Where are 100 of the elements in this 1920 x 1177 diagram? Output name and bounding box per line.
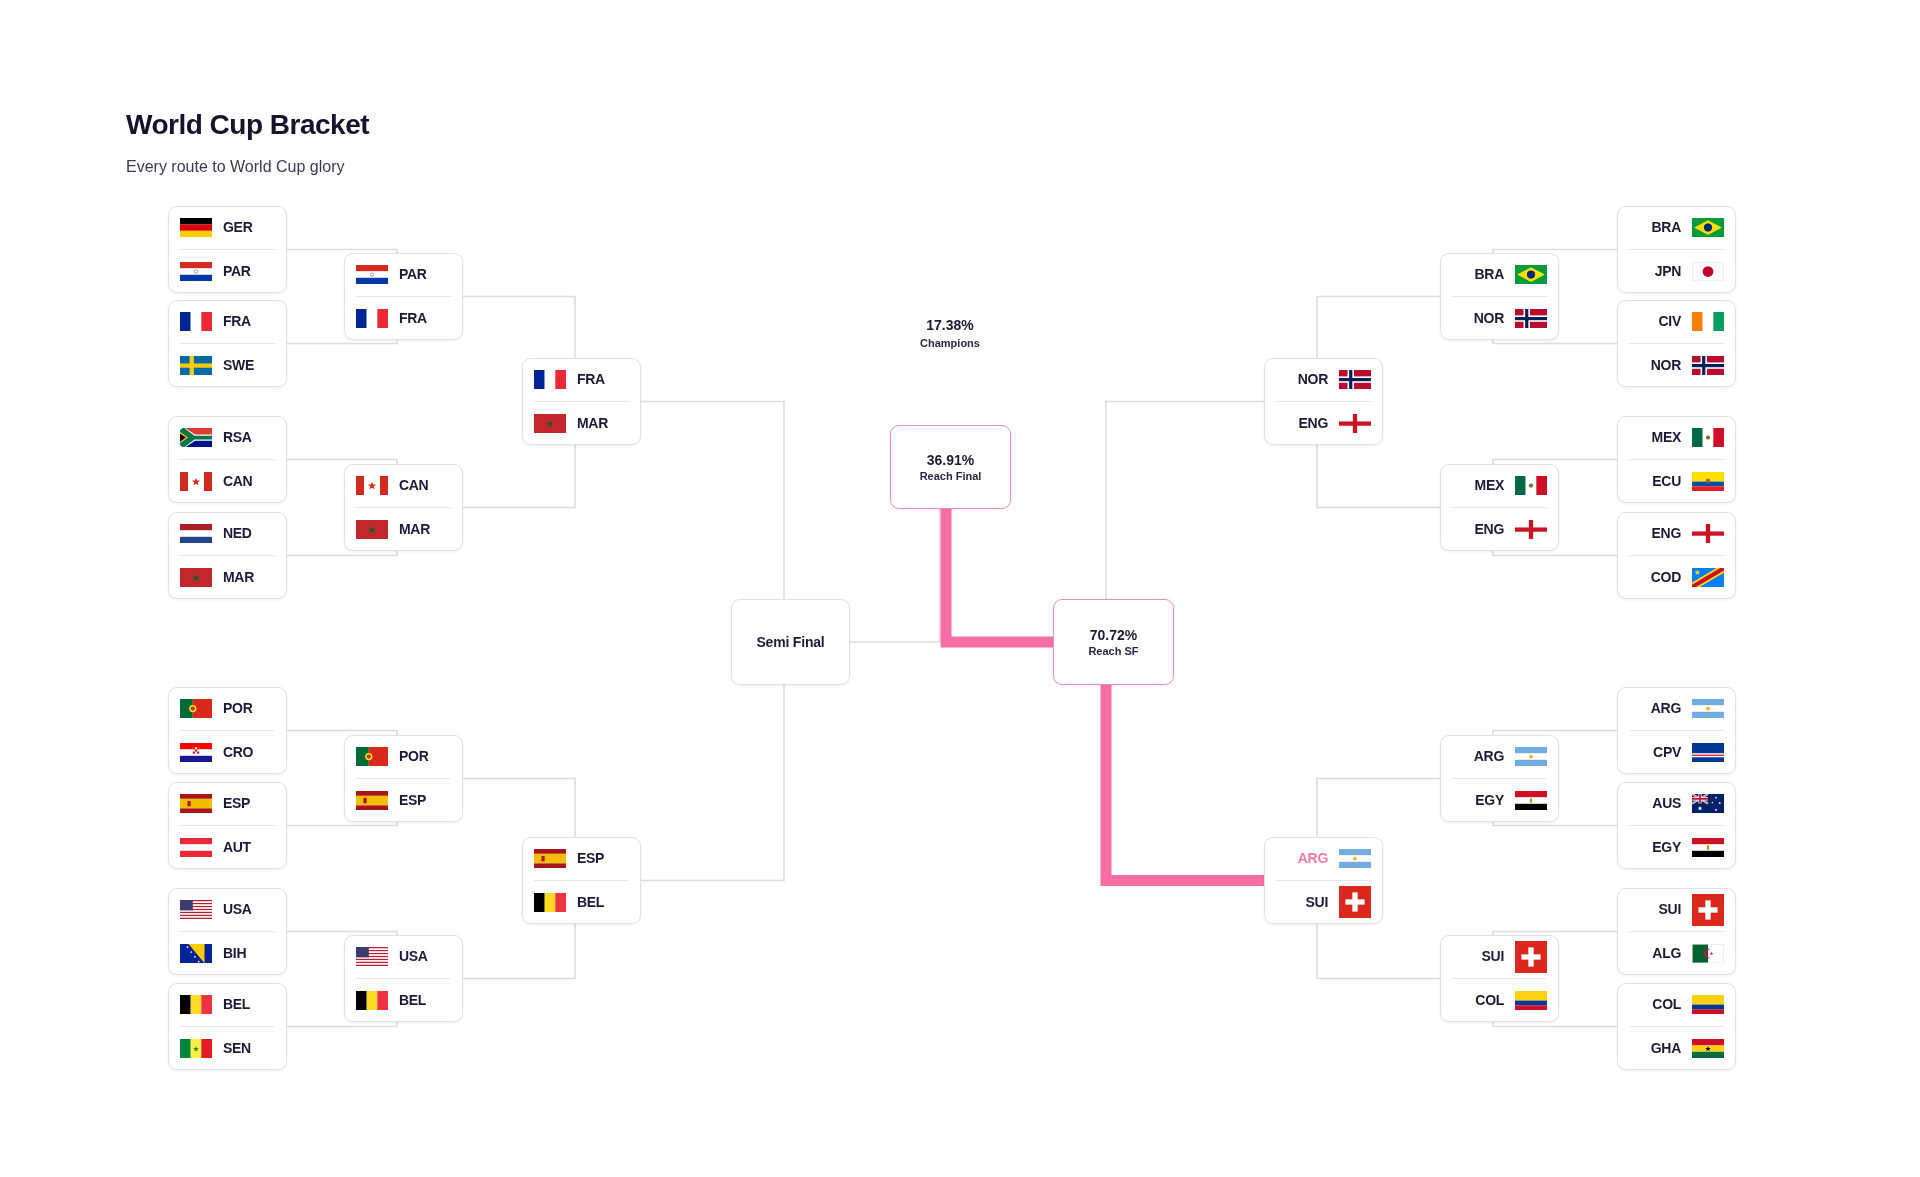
match-card: [1264, 358, 1383, 445]
bracket-line: [286, 550, 398, 557]
match-card: [1617, 983, 1736, 1070]
match-card: [168, 300, 287, 387]
highlighted-route-line: [940, 509, 1053, 648]
team-code: NOR: [1473, 309, 1504, 327]
match-card: [344, 935, 463, 1022]
match-card: [168, 983, 287, 1070]
team-code: ESP: [577, 850, 605, 868]
team-code: JPN: [1654, 262, 1681, 280]
match-card: [168, 687, 287, 774]
match-card: [1617, 888, 1736, 975]
team-code: AUS: [1652, 795, 1681, 813]
bracket-line: [1316, 777, 1441, 838]
bracket-line: [1316, 295, 1441, 359]
bracket-line: [1316, 444, 1441, 509]
bracket-line: [1316, 923, 1441, 980]
team-code: BEL: [223, 996, 251, 1014]
team-code: SEN: [223, 1039, 251, 1057]
team-code: EGY: [1652, 838, 1681, 856]
team-code: PAR: [399, 266, 427, 284]
team-code: CPV: [1653, 743, 1681, 761]
highlighted-route-line: [1100, 685, 1264, 886]
team-code: MAR: [399, 520, 430, 538]
team-code: CAN: [223, 472, 253, 490]
bracket-line: [1492, 930, 1618, 936]
bracket-line: [286, 458, 398, 465]
team-code: USA: [223, 901, 252, 919]
bracket-line: [849, 508, 941, 643]
bracket-line: [462, 295, 576, 359]
match-card: [1617, 300, 1736, 387]
bracket-line: [286, 821, 398, 827]
bracket-line: [286, 248, 398, 254]
team-code: NOR: [1650, 356, 1681, 374]
bracket-line: [1492, 1021, 1618, 1028]
team-code: BRA: [1474, 266, 1504, 284]
team-code: CAN: [399, 477, 429, 495]
match-card: [522, 358, 641, 445]
team-code: BRA: [1651, 219, 1681, 237]
team-code: CRO: [223, 743, 254, 761]
probability-box: [1053, 599, 1174, 685]
match-card: [522, 837, 641, 924]
team-code: BEL: [399, 991, 427, 1009]
team-code: CIV: [1658, 313, 1681, 331]
team-code: NOR: [1297, 371, 1328, 389]
team-code: ESP: [223, 795, 251, 813]
bracket-line: [1492, 339, 1618, 345]
title: World Cup Bracket: [126, 108, 370, 142]
match-card: [1617, 512, 1736, 599]
team-code: POR: [223, 700, 253, 718]
team-code: SUI: [1658, 901, 1681, 919]
match-card: [1440, 735, 1559, 822]
team-code: POR: [399, 748, 429, 766]
bracket-line: [462, 923, 576, 980]
team-code: ENG: [1474, 520, 1504, 538]
team-code: COL: [1475, 991, 1504, 1009]
round-label: Semi Final: [756, 633, 825, 651]
bracket-line: [1105, 400, 1265, 600]
match-card: [168, 512, 287, 599]
bracket-line: [1492, 248, 1618, 254]
team-code: FRA: [399, 309, 427, 327]
team-code: GHA: [1650, 1039, 1681, 1057]
probability-value: 70.72%: [1089, 626, 1138, 644]
match-card: [1440, 935, 1559, 1022]
team-code: SUI: [1481, 948, 1504, 966]
team-code: ENG: [1298, 414, 1328, 432]
bracket-line: [1492, 821, 1618, 827]
bracket-line: [1492, 729, 1618, 736]
team-code: MEX: [1651, 429, 1681, 447]
team-code: FRA: [577, 371, 605, 389]
team-code: COD: [1650, 568, 1681, 586]
match-card: [1440, 464, 1559, 551]
match-card: [344, 464, 463, 551]
bracket-line: [1492, 550, 1618, 557]
team-code: ESP: [399, 791, 427, 809]
team-code: ARG: [1473, 748, 1504, 766]
bracket-line: [1492, 458, 1618, 465]
match-card: [1617, 416, 1736, 503]
team-code: RSA: [223, 429, 252, 447]
match-card: [1264, 837, 1383, 924]
team-code: EGY: [1475, 791, 1504, 809]
bracket-line: [286, 729, 398, 736]
match-card: [168, 888, 287, 975]
subtitle: Every route to World Cup glory: [126, 157, 345, 177]
team-code: SUI: [1305, 893, 1328, 911]
bracket-line: [640, 684, 785, 882]
team-code: ENG: [1651, 525, 1681, 543]
team-code: GER: [223, 219, 253, 237]
match-card: [1617, 782, 1736, 869]
team-code: MEX: [1474, 477, 1504, 495]
match-card: [1617, 206, 1736, 293]
team-code: FRA: [223, 313, 251, 331]
team-code: SWE: [223, 356, 254, 374]
stage-label: Champions: [920, 336, 980, 350]
team-code: COL: [1652, 996, 1681, 1014]
team-code: ECU: [1652, 472, 1681, 490]
match-card: [1440, 253, 1559, 340]
team-code: NED: [223, 525, 252, 543]
team-code: ALG: [1652, 944, 1681, 962]
bracket-line: [286, 339, 398, 345]
